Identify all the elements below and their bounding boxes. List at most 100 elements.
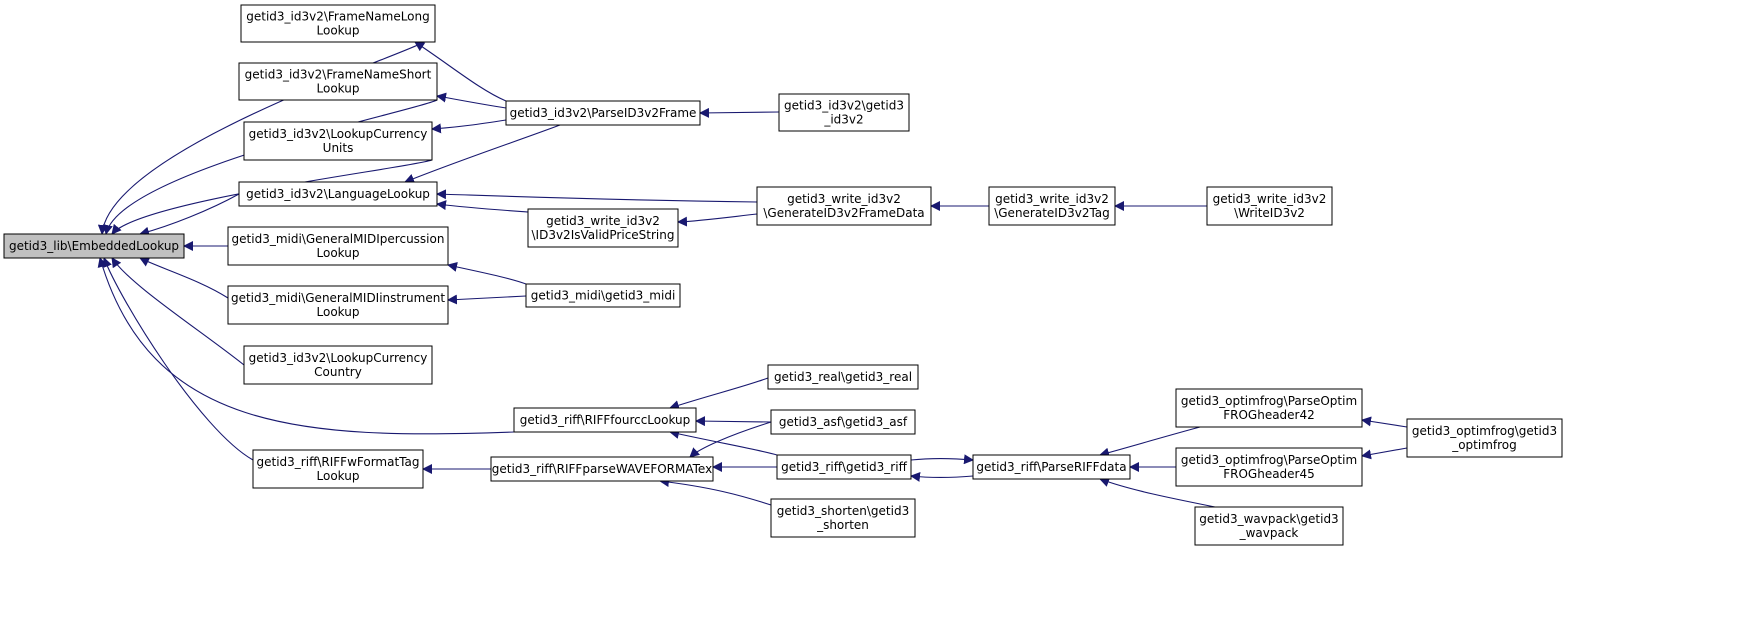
graph-node[interactable]: getid3_midi\getid3_midi xyxy=(525,283,681,308)
edge-line xyxy=(436,200,529,213)
edge-n4-n0 xyxy=(139,193,240,237)
edge-n10-n1 xyxy=(414,41,507,102)
edge-n10-n3 xyxy=(431,119,507,134)
node-label: getid3_id3v2\LookupCurrency xyxy=(249,127,428,141)
edge-line xyxy=(139,193,240,237)
node-label: Lookup xyxy=(317,24,360,38)
edge-line xyxy=(436,92,507,109)
graph-node[interactable]: getid3_write_id3v2\WriteID3v2 xyxy=(1206,186,1333,226)
node-label: getid3_riff\RIFFparseWAVEFORMATex xyxy=(492,462,712,476)
graph-node[interactable]: getid3_shorten\getid3_shorten xyxy=(770,498,916,538)
graph-node[interactable]: getid3_real\getid3_real xyxy=(767,364,919,390)
graph-node[interactable]: getid3_write_id3v2\GenerateID3v2Tag xyxy=(988,186,1116,226)
node-box xyxy=(243,121,433,161)
graph-node[interactable]: getid3_wavpack\getid3_wavpack xyxy=(1194,506,1344,546)
edge-n26-n23 xyxy=(1361,416,1408,428)
node-box xyxy=(972,454,1131,480)
node-label: getid3_id3v2\getid3 xyxy=(784,99,904,113)
edge-n8-n0 xyxy=(97,257,515,435)
node-label: \ID3v2IsValidPriceString xyxy=(532,228,675,242)
node-box xyxy=(490,456,714,482)
edge-line xyxy=(447,262,527,285)
node-label: getid3_write_id3v2 xyxy=(1213,192,1327,206)
node-box xyxy=(513,407,697,433)
edge-n10-n4 xyxy=(404,124,561,184)
node-box xyxy=(988,186,1116,226)
graph-node[interactable]: getid3_id3v2\LanguageLookup xyxy=(238,181,438,207)
graph-node[interactable]: getid3_id3v2\ParseID3v2Frame xyxy=(505,100,701,126)
node-label: getid3_id3v2\LanguageLookup xyxy=(246,187,430,201)
node-label: Lookup xyxy=(317,82,360,96)
node-label: Lookup xyxy=(317,305,360,319)
edge-n21-n18 xyxy=(910,471,974,482)
node-box xyxy=(778,93,910,132)
node-box xyxy=(770,409,916,435)
node-label: Lookup xyxy=(317,246,360,260)
edge-line xyxy=(1099,477,1216,508)
edge-line xyxy=(1361,447,1408,460)
node-box xyxy=(227,285,449,325)
edge-n6-n0 xyxy=(139,257,229,299)
node-label: getid3_write_id3v2 xyxy=(787,192,901,206)
edge-line xyxy=(111,257,245,366)
edge-line xyxy=(695,416,772,427)
edge-line xyxy=(404,124,561,184)
node-box xyxy=(767,364,919,390)
node-label: \GenerateID3v2FrameData xyxy=(763,206,924,220)
graph-node[interactable]: getid3_riff\getid3_riff xyxy=(776,454,912,480)
graph-node[interactable]: getid3_asf\getid3_asf xyxy=(770,409,916,435)
node-label: Country xyxy=(314,365,362,379)
node-box xyxy=(770,498,916,538)
graph-node[interactable]: getid3_id3v2\getid3_id3v2 xyxy=(778,93,910,132)
node-label: FROGheader42 xyxy=(1223,408,1315,422)
node-label: getid3_id3v2\ParseID3v2Frame xyxy=(510,106,697,120)
graph-node[interactable]: getid3_riff\RIFFparseWAVEFORMATex xyxy=(490,456,714,482)
edge-n15-n11 xyxy=(677,213,758,227)
node-box xyxy=(776,454,912,480)
edge-n17-n13 xyxy=(689,421,772,458)
edge-line xyxy=(659,477,772,506)
edge-line xyxy=(910,454,974,465)
graph-node[interactable]: getid3_optimfrog\getid3_optimfrog xyxy=(1406,418,1563,458)
edge-line xyxy=(97,41,425,235)
edge-line xyxy=(414,41,507,102)
node-box xyxy=(238,181,438,207)
node-label: getid3_midi\GeneralMIDIinstrument xyxy=(231,291,445,305)
node-label: getid3_riff\getid3_riff xyxy=(781,460,907,474)
edge-n18-n8 xyxy=(669,429,778,456)
edge-line xyxy=(1099,426,1201,458)
edge-n15-n4 xyxy=(436,189,758,203)
edge-n23-n21 xyxy=(1099,426,1201,458)
graph-node[interactable]: getid3_write_id3v2\ID3v2IsValidPriceStri… xyxy=(527,208,679,248)
graph-node[interactable]: getid3_riff\ParseRIFFdata xyxy=(972,454,1131,480)
edge-line xyxy=(669,429,778,456)
node-label: getid3_optimfrog\ParseOptim xyxy=(1181,394,1357,408)
node-box xyxy=(756,186,932,226)
node-label: getid3_write_id3v2 xyxy=(546,214,660,228)
node-box xyxy=(1175,388,1363,428)
node-label: _id3v2 xyxy=(823,113,863,127)
graph-node[interactable]: getid3_riff\RIFFfourccLookup xyxy=(513,407,697,433)
node-box xyxy=(252,449,424,489)
node-box xyxy=(1406,418,1563,458)
edge-n9-n0 xyxy=(102,257,254,461)
node-label: _optimfrog xyxy=(1451,438,1517,452)
node-label: \WriteID3v2 xyxy=(1234,206,1305,220)
root-node[interactable]: getid3_lib\EmbeddedLookup xyxy=(3,233,185,259)
graph-node[interactable]: getid3_write_id3v2\GenerateID3v2FrameDat… xyxy=(756,186,932,226)
node-box xyxy=(3,233,185,259)
node-box xyxy=(505,100,701,126)
node-box xyxy=(240,4,436,43)
edge-line xyxy=(677,213,758,227)
node-label: \GenerateID3v2Tag xyxy=(994,206,1110,220)
